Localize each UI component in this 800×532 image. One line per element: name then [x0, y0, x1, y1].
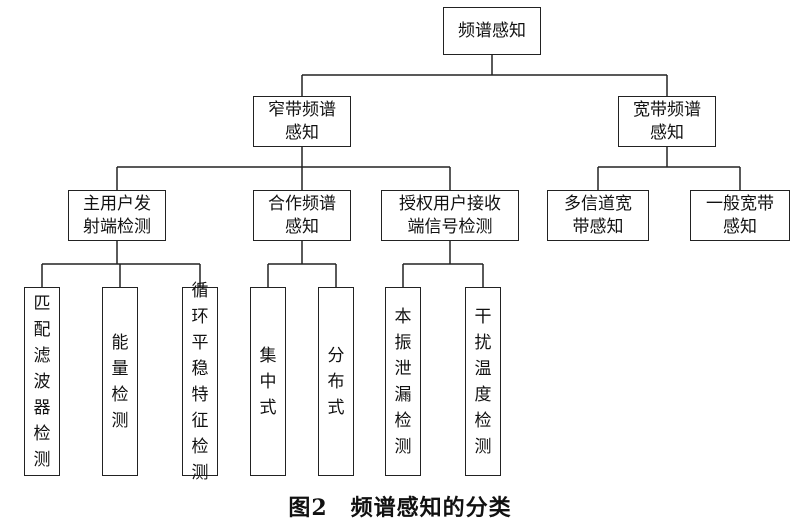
node-cooperative: 合作频谱感知: [253, 190, 351, 241]
node-general-wideband: 一般宽带感知: [690, 190, 790, 241]
node-label: 宽带频谱感知: [633, 99, 701, 143]
node-interference-temperature: 干扰温度检测: [465, 287, 501, 476]
node-label: 能量检测: [111, 332, 129, 431]
node-root: 频谱感知: [443, 7, 541, 55]
node-label: 分布式: [327, 345, 345, 418]
node-centralized: 集中式: [250, 287, 286, 476]
node-label: 匹配滤波器检测: [33, 293, 51, 470]
node-label: 合作频谱感知: [268, 193, 336, 237]
node-label: 一般宽带感知: [706, 193, 774, 237]
node-label: 窄带频谱感知: [268, 99, 336, 143]
node-energy: 能量检测: [102, 287, 138, 476]
node-primary-rx: 授权用户接收端信号检测: [381, 190, 519, 241]
node-matched-filter: 匹配滤波器检测: [24, 287, 60, 476]
node-label: 授权用户接收端信号检测: [399, 193, 501, 237]
node-wideband: 宽带频谱感知: [618, 96, 716, 147]
node-label: 循环平稳特征检测: [191, 280, 209, 483]
node-label: 多信道宽带感知: [564, 193, 632, 237]
node-lo-leakage: 本振泄漏检测: [385, 287, 421, 476]
node-multichannel: 多信道宽带感知: [547, 190, 649, 241]
node-label: 频谱感知: [458, 20, 526, 41]
figure-caption: 图2 频谱感知的分类: [288, 495, 512, 521]
node-distributed: 分布式: [318, 287, 354, 476]
node-label: 集中式: [259, 345, 277, 418]
node-label: 干扰温度检测: [474, 306, 492, 457]
node-cyclostationary: 循环平稳特征检测: [182, 281, 218, 483]
node-narrowband: 窄带频谱感知: [253, 96, 351, 147]
node-primary-tx: 主用户发射端检测: [68, 190, 166, 241]
node-label: 主用户发射端检测: [83, 193, 151, 237]
node-label: 本振泄漏检测: [394, 306, 412, 457]
